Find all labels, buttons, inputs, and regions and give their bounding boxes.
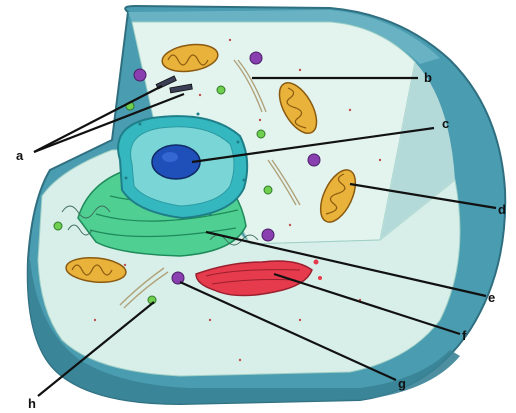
label-b: b <box>424 70 432 85</box>
label-e: e <box>488 290 495 305</box>
label-a: a <box>16 148 24 163</box>
label-h: h <box>28 396 36 411</box>
nucleus-icon <box>118 113 247 219</box>
label-d: d <box>498 202 506 217</box>
label-c: c <box>442 116 449 131</box>
label-g: g <box>398 376 406 391</box>
label-f: f <box>462 328 467 343</box>
